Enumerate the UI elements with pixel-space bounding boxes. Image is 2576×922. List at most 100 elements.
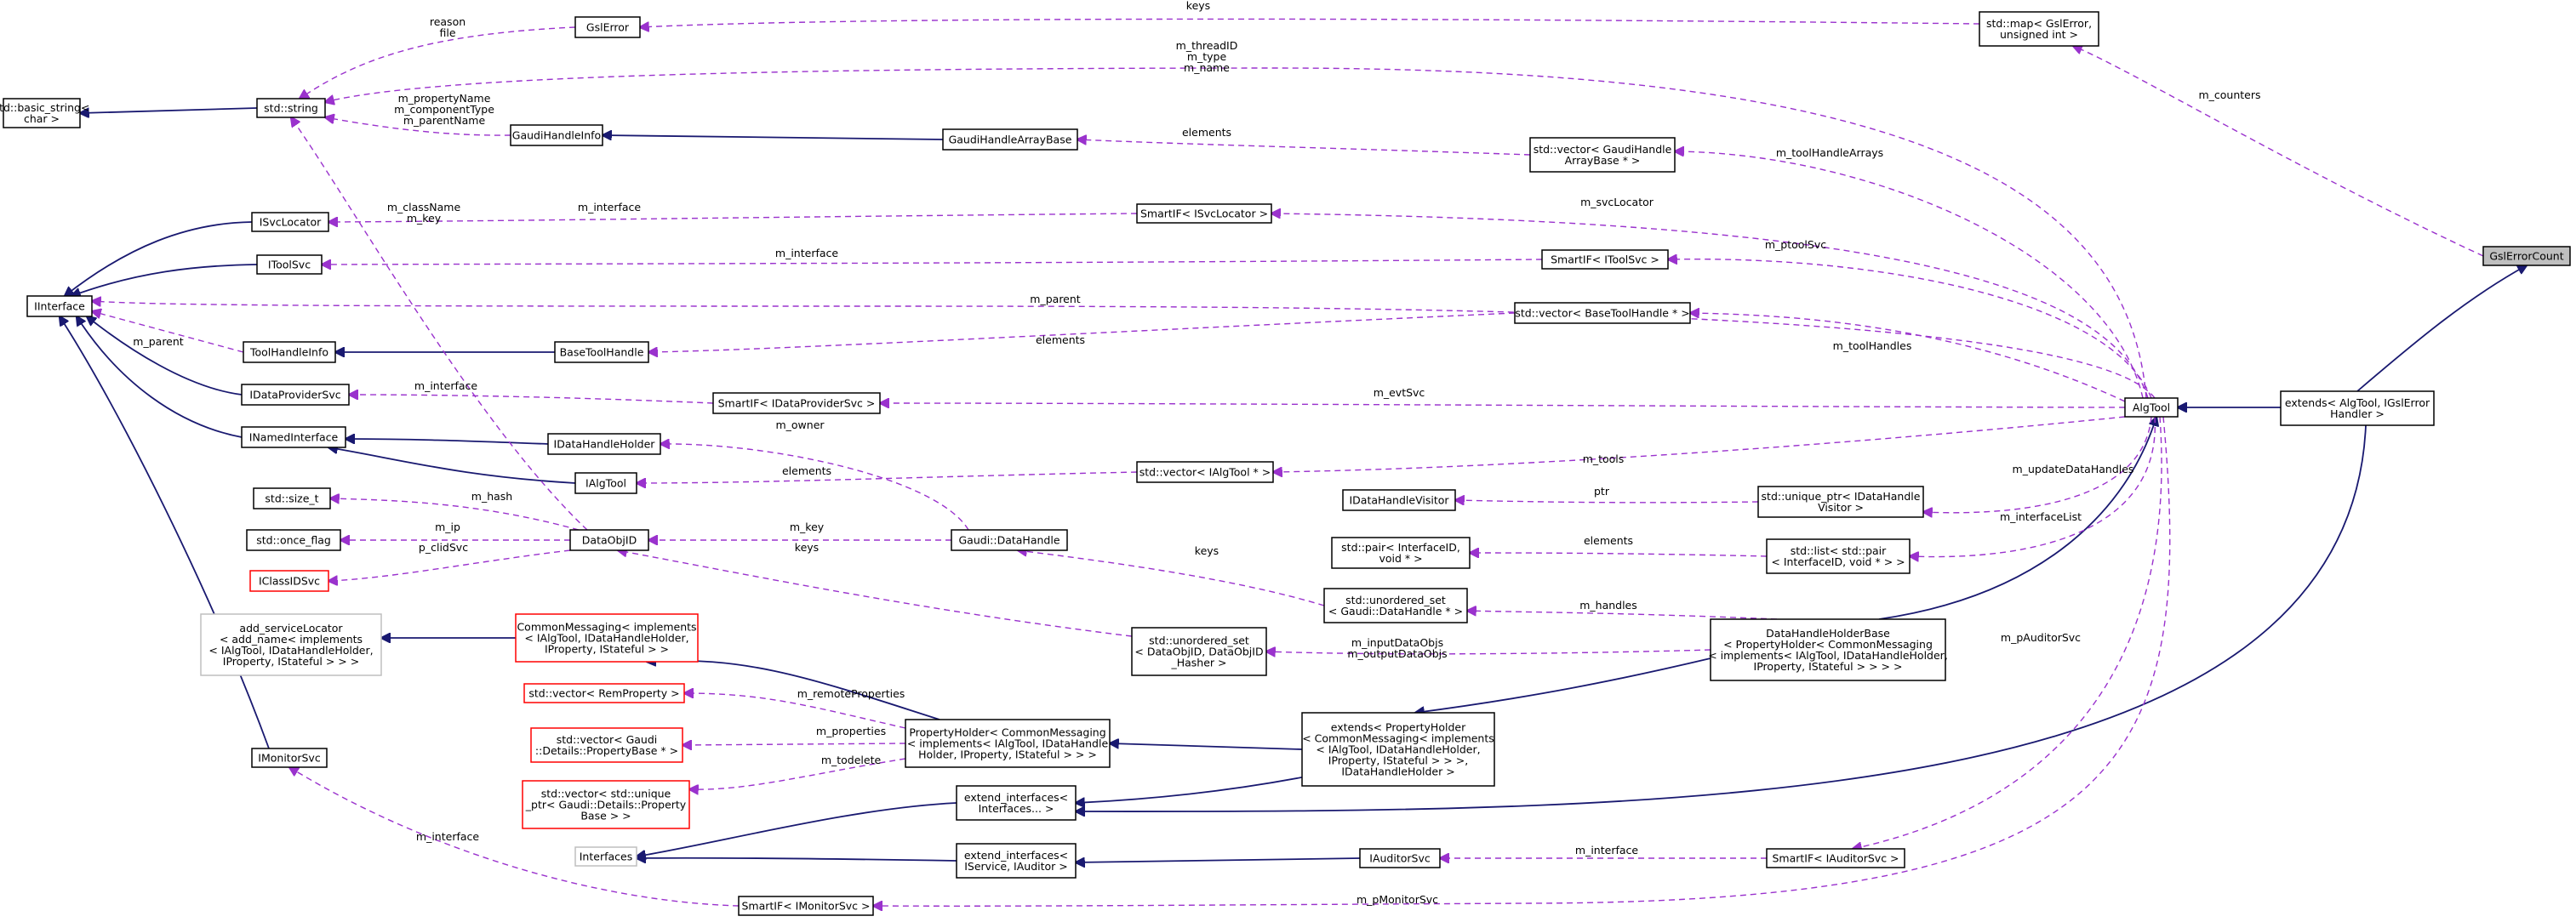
class-box: [251, 212, 329, 232]
class-node-ext-if[interactable]: extend_interfaces<Interfaces... >: [956, 785, 1077, 821]
class-node-map[interactable]: std::map< GslError,unsigned int >: [1979, 11, 2099, 47]
class-box: [249, 570, 329, 592]
class-box: [251, 748, 328, 768]
class-node-iinterface[interactable]: IInterface: [26, 295, 93, 317]
class-node-base-tool-handle[interactable]: BaseToolHandle: [554, 341, 649, 363]
class-node-inamed-interface[interactable]: INamedInterface: [241, 426, 346, 448]
edge-label-line: m_propertyName: [398, 92, 491, 105]
class-box: [200, 613, 382, 676]
class-node-iclass-idsvc[interactable]: IClassIDSvc: [249, 570, 329, 592]
edge-label-line: m_name: [1184, 61, 1230, 74]
edge-label-line: m_tools: [1583, 452, 1625, 465]
class-node-sif-aud[interactable]: SmartIF< IAuditorSvc >: [1766, 848, 1905, 868]
class-node-isvc-locator[interactable]: ISvcLocator: [251, 212, 329, 232]
edge-label-line: m_toolHandles: [1833, 339, 1912, 352]
class-node-string[interactable]: std::string: [256, 98, 326, 118]
class-node-add-sl[interactable]: add_serviceLocator< add_name< implements…: [200, 613, 382, 676]
class-node-uset-doid[interactable]: std::unordered_set< DataObjID, DataObjID…: [1131, 627, 1267, 676]
class-node-data-handle[interactable]: Gaudi::DataHandle: [951, 529, 1068, 551]
usage-edge-38: [1690, 313, 2126, 402]
class-label-line: IProperty, IStateful > >: [545, 643, 669, 656]
class-node-itool-svc[interactable]: IToolSvc: [256, 254, 323, 275]
class-box: [951, 529, 1068, 551]
class-label-line: IProperty, IStateful > > >: [223, 655, 359, 668]
class-node-idata-handle-visitor[interactable]: IDataHandleVisitor: [1342, 489, 1456, 511]
edge-label-line: m_properties: [816, 725, 886, 737]
class-node-gaudi-handle-info[interactable]: GaudiHandleInfo: [510, 124, 603, 146]
class-node-vec-gharr[interactable]: std::vector< GaudiHandleArrayBase * >: [1529, 137, 1676, 173]
class-label-line: IProperty, IStateful > > > >: [1754, 660, 1903, 673]
usage-edge-27: [1077, 139, 1531, 156]
class-box: [712, 392, 881, 414]
class-node-uset-dh[interactable]: std::unordered_set< Gaudi::DataHandle * …: [1323, 588, 1468, 623]
class-node-gsl-error[interactable]: GslError: [574, 16, 641, 38]
edge-label-interface-aud: m_interface: [1575, 844, 1638, 857]
class-node-uptr-visitor[interactable]: std::unique_ptr< IDataHandleVisitor >: [1757, 486, 1924, 518]
class-label-line: IInterface: [34, 300, 85, 313]
class-node-pair-iid[interactable]: std::pair< InterfaceID,void * >: [1331, 537, 1471, 569]
class-node-sif-toolsvc[interactable]: SmartIF< IToolSvc >: [1541, 249, 1669, 270]
class-node-gaudi-handle-array-base[interactable]: GaudiHandleArrayBase: [942, 128, 1078, 151]
edge-label-ip: m_ip: [435, 521, 460, 533]
class-label-line: IProperty, IStateful > > >,: [1328, 754, 1468, 767]
class-node-sif-svcloc[interactable]: SmartIF< ISvcLocator >: [1136, 203, 1272, 224]
class-node-extends-ph[interactable]: extends< PropertyHolder< CommonMessaging…: [1301, 712, 1495, 787]
class-box: [1131, 627, 1267, 676]
class-node-basic-string[interactable]: std::basic_string<char >: [0, 98, 89, 128]
class-label-line: std::list< std::pair: [1791, 544, 1887, 557]
class-node-vec-uptr[interactable]: std::vector< std::unique_ptr< Gaudi::Det…: [522, 780, 690, 829]
class-node-sif-dps[interactable]: SmartIF< IDataProviderSvc >: [712, 392, 881, 414]
class-node-size-t[interactable]: std::size_t: [253, 487, 331, 509]
edge-label-parent-thi: m_parent: [133, 335, 183, 348]
class-node-once-flag[interactable]: std::once_flag: [246, 529, 341, 551]
class-label-line: std::vector< GaudiHandle: [1534, 143, 1672, 156]
class-label-line: Gaudi::DataHandle: [958, 534, 1060, 547]
edge-label-prop-comp-parent: m_propertyNamem_componentTypem_parentNam…: [394, 92, 494, 127]
class-label-line: ::Details::PropertyBase * >: [535, 744, 678, 757]
class-node-tool-handle-info[interactable]: ToolHandleInfo: [243, 341, 336, 363]
edge-label-line: m_todelete: [821, 754, 882, 766]
class-box: [510, 124, 603, 146]
class-label-line: IDataHandleHolder >: [1341, 765, 1454, 778]
class-node-ialg-tool[interactable]: IAlgTool: [574, 472, 637, 494]
edge-label-line: ptr: [1594, 485, 1610, 498]
class-node-list-pair[interactable]: std::list< std::pair< InterfaceID, void …: [1766, 538, 1911, 574]
class-node-vec-propbase[interactable]: std::vector< Gaudi::Details::PropertyBas…: [530, 727, 683, 763]
edge-label-keys-map: keys: [1186, 0, 1210, 12]
class-node-idata-handle-holder[interactable]: IDataHandleHolder: [547, 433, 661, 455]
class-label-line: Handler >: [2330, 407, 2385, 420]
class-node-vec-ialg[interactable]: std::vector< IAlgTool * >: [1136, 461, 1274, 483]
class-label-line: IService, IAuditor >: [964, 860, 1068, 873]
usage-edge-43: [1273, 416, 2126, 472]
edge-label-line: m_pAuditorSvc: [2001, 631, 2081, 644]
inheritance-edge-2: [603, 135, 944, 139]
edge-label-line: m_outputDataObjs: [1347, 647, 1447, 660]
edge-label-ptool-svc: m_ptoolSvc: [1765, 238, 1826, 251]
class-node-sif-mon[interactable]: SmartIF< IMonitorSvc >: [738, 896, 874, 916]
class-node-vec-bth[interactable]: std::vector< BaseToolHandle * >: [1514, 302, 1691, 324]
class-node-alg-tool[interactable]: AlgTool: [2124, 397, 2179, 418]
class-node-interfaces[interactable]: Interfaces: [574, 846, 637, 867]
class-node-idata-provider-svc[interactable]: IDataProviderSvc: [241, 384, 350, 406]
class-node-property-holder[interactable]: PropertyHolder< CommonMessaging< impleme…: [905, 719, 1111, 768]
class-node-imonitor-svc[interactable]: IMonitorSvc: [251, 748, 328, 768]
class-node-dhhb[interactable]: DataHandleHolderBase< PropertyHolder< Co…: [1708, 618, 1948, 681]
class-label-line: IDataHandleHolder: [554, 438, 656, 451]
edge-label-line: m_ip: [435, 521, 460, 533]
usage-edge-53: [1467, 611, 1778, 620]
class-label-line: < Gaudi::DataHandle * >: [1328, 605, 1463, 618]
edge-label-elements-bth: elements: [1036, 333, 1085, 346]
class-node-cm-impl[interactable]: CommonMessaging< implements< IAlgTool, I…: [515, 613, 699, 663]
class-label-line: GaudiHandleInfo: [512, 129, 601, 142]
edge-label-key-dh: m_key: [790, 521, 825, 533]
class-node-vec-remprop[interactable]: std::vector< RemProperty >: [523, 683, 685, 703]
usage-edge-58: [683, 743, 906, 745]
class-node-ext-if-aud[interactable]: extend_interfaces<IService, IAuditor >: [956, 843, 1077, 879]
class-node-iauditor-svc[interactable]: IAuditorSvc: [1359, 848, 1441, 868]
class-node-data-obj-id[interactable]: DataObjID: [569, 529, 649, 551]
class-node-gsl-error-count[interactable]: GslErrorCount: [2482, 246, 2571, 266]
class-label-line: std::map< GslError,: [1986, 17, 2092, 30]
class-box: [1301, 712, 1495, 787]
class-box: [1979, 11, 2099, 47]
